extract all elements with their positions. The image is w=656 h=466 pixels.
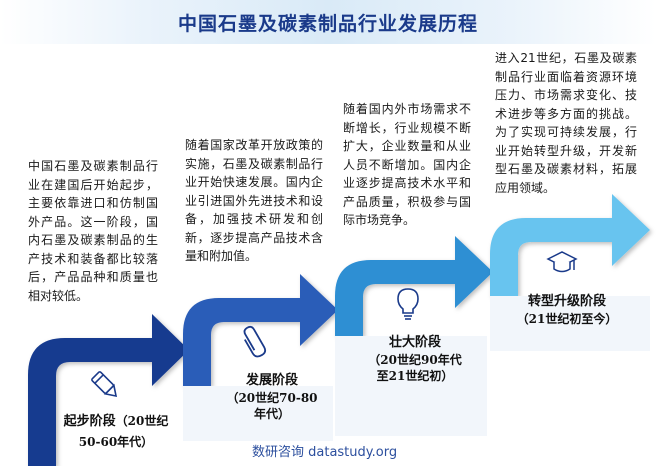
stage-2-description: 随着国家改革开放政策的实施，石墨及碳素制品行业开始快速发展。国内企业引进国外先进…: [185, 138, 323, 263]
stage-2-period: （20世纪70-80年代）: [226, 391, 318, 421]
stage-1-name: 起步阶段: [63, 414, 116, 429]
stage-1-period: （20世纪50-60年代）: [78, 414, 169, 449]
stage-3-label: 壮大阶段 （20世纪90年代至21世纪初）: [365, 334, 465, 384]
paperclip-icon: [243, 325, 267, 358]
stage-3-period: （20世纪90年代至21世纪初）: [368, 353, 462, 383]
page-title: 中国石墨及碳素制品行业发展历程: [177, 13, 478, 35]
stage-2-name: 发展阶段: [245, 373, 298, 388]
graduation-cap-icon: [546, 251, 578, 273]
stage-3-card: [335, 336, 487, 436]
stage-4-name: 转型升级阶段: [527, 294, 606, 309]
stage-2-card: [183, 386, 333, 441]
stage-3-name: 壮大阶段: [388, 335, 441, 350]
stage-3-description: 随着国内外市场需求不断增长，行业规模不断扩大，企业数量和从业人员不断增加。国内企…: [343, 102, 471, 227]
stage-1-description: 中国石墨及碳素制品行业在建国后开始起步，主要依靠进口和仿制国外产品。这一阶段，国…: [28, 159, 158, 303]
stage-1-label: 起步阶段（20世纪50-60年代）: [56, 410, 176, 450]
lightbulb-icon: [397, 288, 419, 320]
footer-source: 数研咨询 datastudy.org: [252, 445, 398, 460]
stage-2-label: 发展阶段 （20世纪70-80年代）: [222, 372, 322, 422]
stage-3-arrow: [335, 236, 493, 336]
title-banner: [0, 0, 656, 44]
stage-4-label: 转型升级阶段 （21世纪初至今）: [512, 293, 622, 327]
stage-4-card: [490, 296, 650, 351]
stage-4-arrow: [490, 194, 650, 296]
pencil-icon: [91, 371, 118, 398]
stage-1-arrow: [28, 314, 189, 466]
stage-4-description: 进入21世纪，石墨及碳素制品行业面临着资源环境压力、市场需求变化、技术进步等多方…: [495, 51, 637, 195]
stage-4-period: （21世纪初至今）: [516, 312, 618, 326]
stage-2-arrow: [183, 274, 338, 386]
